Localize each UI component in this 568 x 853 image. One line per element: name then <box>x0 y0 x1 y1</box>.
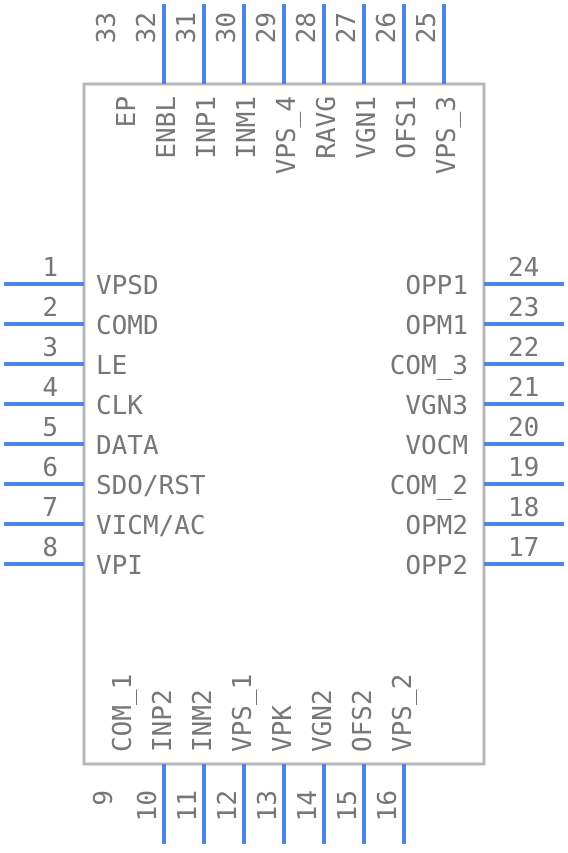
pin-30-number: 30 <box>212 12 242 43</box>
pin-26-number: 26 <box>372 12 402 43</box>
pin-11-number: 11 <box>173 790 203 821</box>
pin-27-number: 27 <box>332 12 362 43</box>
pin-14-number: 14 <box>293 790 323 821</box>
pin-24-number: 24 <box>508 253 539 283</box>
pin-14-label: VGN2 <box>308 689 338 752</box>
pin-8-label: VPI <box>96 551 143 581</box>
pin-3-number: 3 <box>42 333 58 363</box>
pin-16-number: 16 <box>373 790 403 821</box>
pin-30-label: INM1 <box>232 96 262 159</box>
label-group: 1VPSD2COMD3LE4CLK5DATA6SDO/RST7VICM/AC8V… <box>42 12 539 821</box>
pin-4-number: 4 <box>42 373 58 403</box>
pin-25-number: 25 <box>412 12 442 43</box>
pin-29-label: VPS_4 <box>272 96 302 174</box>
pin-21-number: 21 <box>508 373 539 403</box>
pin-15-label: OFS2 <box>348 689 378 752</box>
pin-16-label: VPS_2 <box>388 674 418 752</box>
pin-10-label: INP2 <box>148 689 178 752</box>
pin-13-number: 13 <box>253 790 283 821</box>
chip-body <box>82 82 486 766</box>
pin-18-label: OPM2 <box>405 511 468 541</box>
pin-18-number: 18 <box>508 493 539 523</box>
pin-9-label: COM_1 <box>108 674 138 752</box>
pin-20-number: 20 <box>508 413 539 443</box>
pin-17-number: 17 <box>508 533 539 563</box>
pin-21-label: VGN3 <box>405 391 468 421</box>
pin-6-label: SDO/RST <box>96 471 206 501</box>
pin-22-label: COM_3 <box>390 351 468 381</box>
pin-33-number: 33 <box>92 12 122 43</box>
pin-22-number: 22 <box>508 333 539 363</box>
pin-19-label: COM_2 <box>390 471 468 501</box>
pin-28-number: 28 <box>292 12 322 43</box>
pin-4-label: CLK <box>96 391 143 421</box>
pin-1-label: VPSD <box>96 271 159 301</box>
pin-2-number: 2 <box>42 293 58 323</box>
pin-5-number: 5 <box>42 413 58 443</box>
pin-29-number: 29 <box>252 12 282 43</box>
pin-7-label: VICM/AC <box>96 511 206 541</box>
pin-12-label: VPS_1 <box>228 674 258 752</box>
pin-28-label: RAVG <box>312 96 342 159</box>
pin-1-number: 1 <box>42 253 58 283</box>
pin-17-label: OPP2 <box>405 551 468 581</box>
pin-31-label: INP1 <box>192 96 222 159</box>
pin-12-number: 12 <box>213 790 243 821</box>
pin-group <box>4 4 564 844</box>
pin-5-label: DATA <box>96 431 159 461</box>
pin-32-label: ENBL <box>152 96 182 159</box>
pin-2-label: COMD <box>96 311 159 341</box>
pin-8-number: 8 <box>42 533 58 563</box>
pin-27-label: VGN1 <box>352 96 382 159</box>
pin-6-number: 6 <box>42 453 58 483</box>
pin-15-number: 15 <box>333 790 363 821</box>
pin-32-number: 32 <box>132 12 162 43</box>
pin-13-label: VPK <box>268 705 298 752</box>
pin-11-label: INM2 <box>188 689 218 752</box>
pin-3-label: LE <box>96 351 127 381</box>
pin-20-label: VOCM <box>405 431 468 461</box>
pin-31-number: 31 <box>172 12 202 43</box>
pin-24-label: OPP1 <box>405 271 468 301</box>
pin-9-number: 9 <box>89 790 119 806</box>
pin-19-number: 19 <box>508 453 539 483</box>
pin-33-label: EP <box>112 96 142 127</box>
pin-10-number: 10 <box>133 790 163 821</box>
pin-23-number: 23 <box>508 293 539 323</box>
pin-25-label: VPS_3 <box>432 96 462 174</box>
pin-23-label: OPM1 <box>405 311 468 341</box>
pin-26-label: OFS1 <box>392 96 422 159</box>
pin-7-number: 7 <box>42 493 58 523</box>
